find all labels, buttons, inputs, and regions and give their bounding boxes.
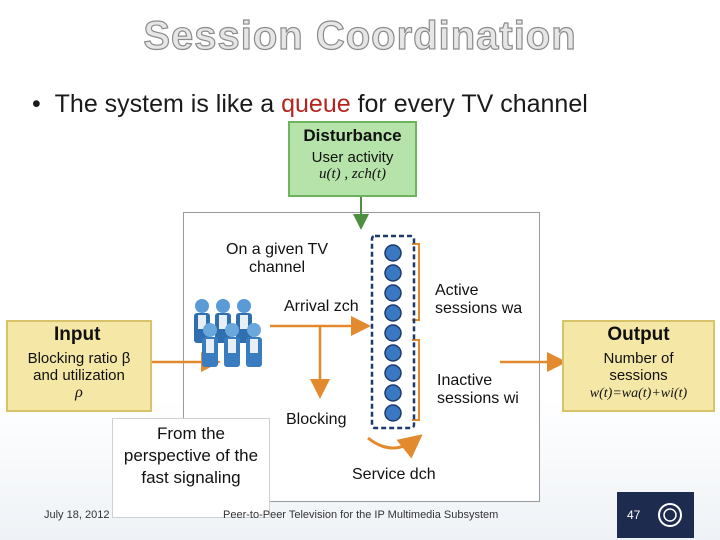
blocking-label: Blocking [286, 411, 347, 428]
users-group-icon [194, 299, 262, 367]
active-sessions-label: Active sessions wa [435, 282, 523, 317]
channel-label: On a given TV channel [226, 241, 328, 276]
output-line1: Number of sessions [603, 350, 674, 384]
queue-slot [384, 264, 402, 282]
bullet-highlight: queue [281, 90, 351, 118]
page-number-badge: 47 [617, 492, 694, 538]
slide-title: Session Coordination [143, 13, 577, 58]
bullet-text-end: for every TV channel [350, 90, 588, 118]
queue-slot [384, 244, 402, 262]
perspective-box: From the perspective of the fast signali… [112, 418, 270, 518]
queue-slots [384, 244, 402, 422]
output-box: Output Number of sessions w(t)=wa(t)+wi(… [562, 320, 715, 412]
bullet-marker: • [32, 90, 55, 118]
bullet-text-start: The system is like a [54, 90, 282, 118]
queue-slot [384, 384, 402, 402]
inactive-sessions-label: Inactive sessions wi [437, 372, 519, 407]
arrival-label-text: Arrival zch [284, 298, 359, 315]
queue-slot [384, 324, 402, 342]
queue-slot [384, 404, 402, 422]
input-heading: Input [54, 324, 101, 345]
output-line2: w(t)=wa(t)+wi(t) [589, 386, 688, 401]
disturbance-heading: Disturbance [303, 126, 402, 145]
footer-date: July 18, 2012 [44, 509, 110, 521]
input-line2: and utilization [33, 367, 125, 384]
inactive-brace [412, 339, 420, 421]
queue-slot [384, 364, 402, 382]
disturbance-line1: User activity [311, 149, 394, 166]
page-number: 47 [627, 508, 641, 522]
disturbance-box: Disturbance User activity u(t) , zch(t) [288, 121, 417, 197]
input-line3: ρ [75, 384, 83, 401]
active-brace [412, 243, 420, 321]
footer-caption: Peer-to-Peer Television for the IP Multi… [223, 509, 499, 521]
service-arrow [367, 434, 423, 459]
perspective-text: From the perspective of the fast signali… [123, 424, 259, 487]
queue-slot [384, 304, 402, 322]
input-line1: Blocking ratio β [27, 350, 131, 367]
output-heading: Output [607, 324, 670, 345]
disturbance-line2: u(t) , zch(t) [318, 166, 387, 182]
queue-slot [384, 344, 402, 362]
university-seal-icon [658, 503, 682, 527]
bullet-point: • The system is like a queue for every T… [32, 90, 588, 119]
queue-slot [384, 284, 402, 302]
input-box: Input Blocking ratio β and utilization ρ [6, 320, 152, 412]
queue-container [370, 234, 416, 430]
arrival-label: Arrival zch [284, 298, 359, 316]
service-label: Service dch [352, 466, 436, 483]
